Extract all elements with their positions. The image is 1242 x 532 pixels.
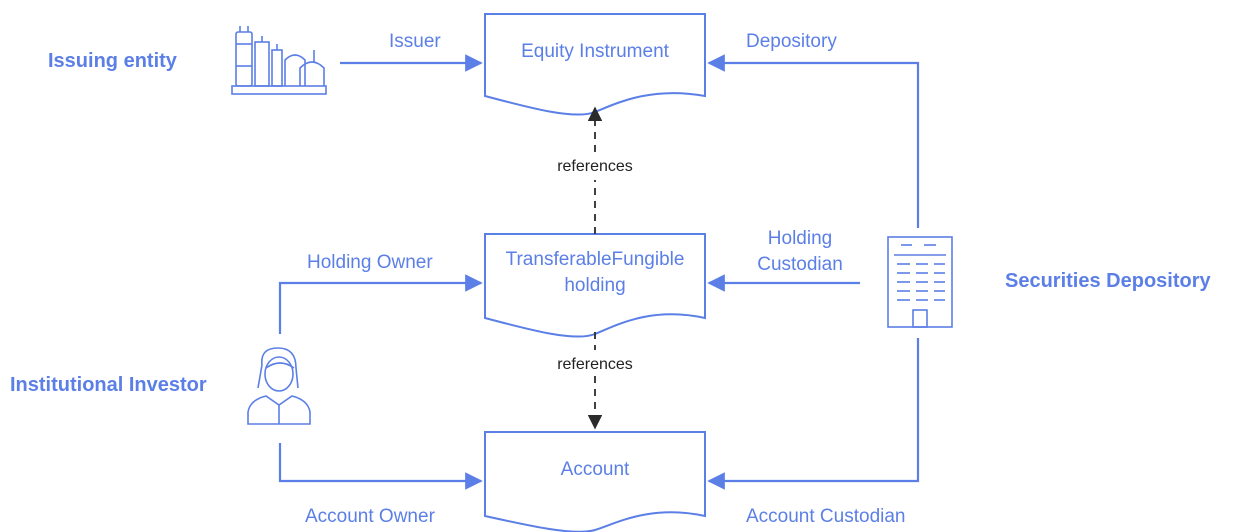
holding-label-line2: holding: [564, 275, 625, 296]
office-building-icon: [887, 236, 953, 328]
references-bottom-label: references: [557, 356, 633, 373]
equity-instrument-label: Equity Instrument: [521, 41, 670, 62]
issuing-entity-label: Issuing entity: [48, 50, 178, 72]
account-custodian-edge-label: Account Custodian: [746, 506, 906, 527]
holding-custodian-edge-label-line1: Holding: [768, 228, 832, 249]
account-custodian-arrow: [707, 338, 920, 490]
equity-instrument-document: [484, 13, 706, 116]
references-top-label: references: [557, 158, 633, 175]
account-owner-edge-label: Account Owner: [305, 506, 436, 527]
issuer-edge-label: Issuer: [389, 31, 441, 52]
holding-custodian-edge-label-line2: Custodian: [757, 254, 843, 275]
account-document: [484, 431, 706, 532]
holding-owner-edge-label: Holding Owner: [307, 252, 433, 273]
depository-arrow: [707, 54, 920, 228]
securities-depository-label: Securities Depository: [1005, 270, 1212, 292]
account-owner-arrow: [278, 443, 483, 490]
person-icon: [247, 347, 311, 425]
account-label: Account: [561, 459, 630, 480]
institutional-investor-label: Institutional Investor: [10, 374, 207, 396]
holding-label-line1: TransferableFungible: [506, 249, 685, 270]
holding-owner-arrow: [278, 274, 483, 334]
factory-icon: [231, 26, 327, 95]
depository-edge-label: Depository: [746, 31, 837, 52]
